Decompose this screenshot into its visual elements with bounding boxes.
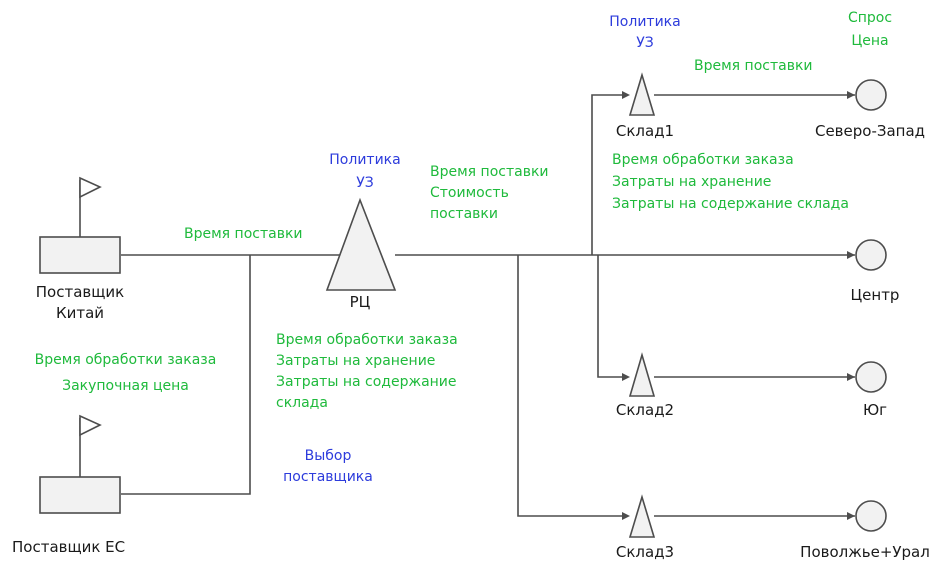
wh-params-line3: Затраты на содержание склада bbox=[612, 196, 849, 212]
supplier-china-label-line1: Поставщик bbox=[35, 283, 125, 301]
supplier-china-node bbox=[39, 176, 121, 274]
supplier-choice-line2: поставщика bbox=[283, 469, 373, 485]
wh1-policy-line1: Политика bbox=[609, 14, 681, 30]
dc-policy-line2: УЗ bbox=[356, 175, 374, 191]
dc-policy-line1: Политика bbox=[329, 152, 401, 168]
wh1-policy-line2: УЗ bbox=[636, 35, 654, 51]
supplier-params-line1: Время обработки заказа bbox=[34, 352, 217, 368]
edge-eu-dc bbox=[121, 255, 251, 495]
arrowhead-wh1 bbox=[622, 91, 630, 99]
region-params-line2: Цена bbox=[851, 33, 889, 49]
wh-params: Время обработки заказа Затраты на хранен… bbox=[612, 150, 849, 215]
wh-params-line1: Время обработки заказа bbox=[612, 152, 794, 168]
edge-branch-wh2 bbox=[597, 255, 628, 378]
arrowhead-south bbox=[847, 373, 855, 381]
dc-to-warehouses-line1: Время поставки bbox=[430, 164, 549, 180]
supplier-params: Время обработки заказа Закупочная цена bbox=[8, 350, 243, 397]
dc-to-warehouses-annotation: Время поставки Стоимость поставки bbox=[430, 162, 549, 225]
arrowhead-wh3 bbox=[622, 512, 630, 520]
region-northwest-label: Северо-Запад bbox=[814, 122, 926, 140]
region-center-label: Центр bbox=[850, 286, 900, 304]
dc-params: Время обработки заказа Затраты на хранен… bbox=[276, 330, 458, 414]
dc-params-line3: Затраты на содержание bbox=[276, 374, 457, 390]
arrowhead-wh2 bbox=[622, 373, 630, 381]
region-volga-label: Поволжье+Урал bbox=[800, 543, 930, 561]
china-to-dc-annotation: Время поставки bbox=[184, 226, 303, 242]
dc-params-line4: склада bbox=[276, 395, 328, 411]
dc-params-line1: Время обработки заказа bbox=[276, 332, 458, 348]
wh1-to-region-annotation: Время поставки bbox=[694, 58, 813, 74]
arrowhead-northwest bbox=[847, 91, 855, 99]
dc-policy: Политика УЗ bbox=[310, 150, 420, 194]
edge-branch-wh3 bbox=[517, 255, 628, 517]
warehouse2-label: Склад2 bbox=[615, 401, 675, 419]
dc-to-warehouses-line2: Стоимость bbox=[430, 185, 509, 201]
wh-params-line2: Затраты на хранение bbox=[612, 174, 772, 190]
warehouse1-label: Склад1 bbox=[615, 122, 675, 140]
wh1-policy: Политика УЗ bbox=[590, 12, 700, 54]
region-volga-circle bbox=[855, 500, 887, 532]
supplier-choice-line1: Выбор bbox=[304, 448, 352, 464]
dc-to-warehouses-line3: поставки bbox=[430, 206, 498, 222]
supplier-eu-label: Поставщик ЕС bbox=[12, 538, 126, 556]
arrowhead-volga bbox=[847, 512, 855, 520]
dc-triangle bbox=[325, 197, 397, 291]
supplier-china-label: Поставщик Китай bbox=[20, 282, 140, 324]
supplier-params-line2: Закупочная цена bbox=[62, 378, 189, 394]
warehouse3-triangle bbox=[628, 494, 656, 538]
region-south-label: Юг bbox=[862, 401, 888, 419]
region-south-circle bbox=[855, 361, 887, 393]
dc-params-line2: Затраты на хранение bbox=[276, 353, 436, 369]
warehouse2-triangle bbox=[628, 352, 656, 397]
supplier-choice: Выбор поставщика bbox=[268, 446, 388, 488]
warehouse1-triangle bbox=[628, 72, 656, 116]
dc-label: РЦ bbox=[349, 293, 371, 311]
arrowhead-center bbox=[847, 251, 855, 259]
region-params-line1: Спрос bbox=[847, 10, 893, 26]
edge-branch-wh1 bbox=[591, 94, 628, 255]
warehouse3-label: Склад3 bbox=[615, 543, 675, 561]
supplier-eu-node bbox=[39, 414, 121, 514]
supplier-china-label-line2: Китай bbox=[55, 304, 105, 322]
region-center-circle bbox=[855, 239, 887, 271]
region-params: Спрос Цена bbox=[835, 8, 905, 52]
region-northwest-circle bbox=[855, 79, 887, 111]
